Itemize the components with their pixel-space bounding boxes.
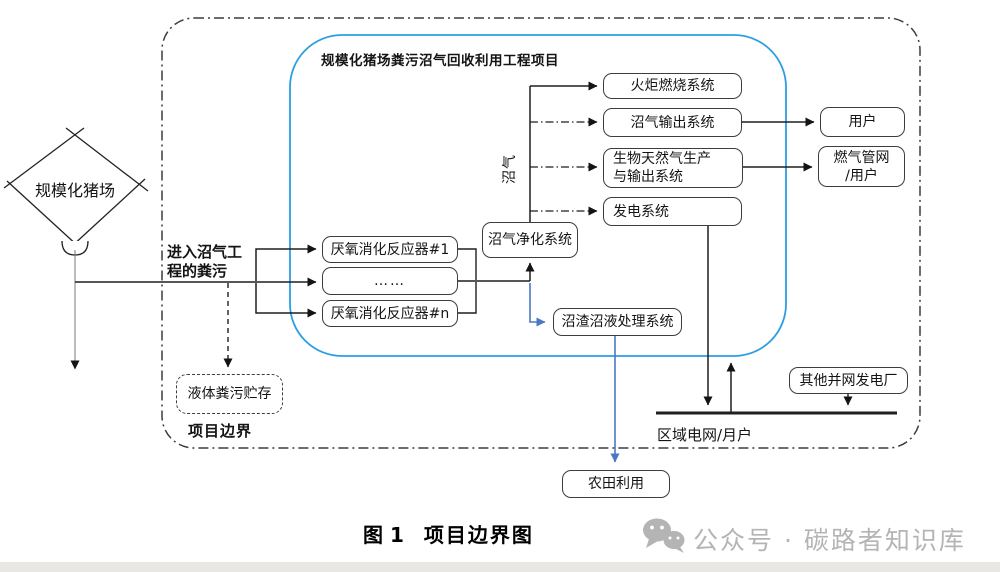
biogas-flow-label-text: 沼气 (502, 154, 518, 184)
biogas-flow-label: 沼气 (491, 152, 527, 186)
project-title-text: 规模化猪场粪污沼气回收利用工程项目 (321, 53, 559, 69)
box-biogas-purification-label: 沼气净化系统 (488, 232, 572, 248)
digesterN-out-line (458, 282, 477, 314)
box-slurry-treatment-system: 沼渣沼液处理系统 (553, 308, 682, 336)
figure-caption-title: 项目边界图 (423, 523, 534, 547)
project-boundary-outline (161, 17, 921, 449)
pig-farm-edge (6, 180, 80, 248)
box-slurry-treatment-label: 沼渣沼液处理系统 (561, 314, 674, 330)
box-flare-system: 火炬燃烧系统 (603, 73, 742, 99)
box-digester-n: 厌氧消化反应器#n (322, 300, 458, 327)
manure-inflow-label-text: 进入沼气工程的粪污 (167, 243, 243, 280)
box-bio-natural-gas-line1: 生物天然气生产 (613, 151, 711, 167)
pig-farm-edge (65, 127, 149, 192)
box-biogas-output-system-label: 沼气输出系统 (630, 114, 715, 131)
box-farmland-use-label: 农田利用 (588, 476, 644, 492)
manure-branch-bottom (255, 283, 317, 318)
watermark-text-content: 公众号 · 碳路者知识库 (693, 526, 966, 555)
project-boundary-label: 项目边界 (188, 420, 252, 441)
project-boundary-label-text: 项目边界 (188, 422, 253, 440)
box-gas-grid-line1: 燃气管网 (833, 149, 890, 166)
box-farmland-use: 农田利用 (562, 470, 670, 498)
box-digester-1-label: 厌氧消化反应器#1 (330, 241, 450, 258)
box-liquid-manure-storage: 液体粪污贮存 (176, 374, 283, 414)
figure-caption-number: 图 1 (363, 523, 404, 547)
box-power-generation-label: 发电系统 (613, 203, 669, 220)
watermark-text: 公众号 · 碳路者知识库 (693, 521, 966, 557)
box-biogas-output-system: 沼气输出系统 (603, 108, 742, 137)
box-users: 用户 (820, 107, 905, 137)
pig-farm-edge (3, 127, 85, 189)
regional-grid-label: 区域电网/月户 (657, 424, 752, 445)
box-power-generation-system: 发电系统 (603, 197, 742, 226)
pig-farm-label-text: 规模化猪场 (34, 181, 115, 200)
box-liquid-manure-storage-label: 液体粪污贮存 (187, 386, 272, 402)
box-digester-1: 厌氧消化反应器#1 (322, 236, 458, 263)
wechat-icon (643, 518, 685, 553)
box-biogas-purification: 沼气净化系统 (482, 222, 578, 258)
box-flare-system-label: 火炬燃烧系统 (630, 78, 715, 94)
engineering-project-outline (289, 34, 787, 357)
regional-grid-label-text: 区域电网/月户 (657, 426, 753, 444)
box-users-label: 用户 (848, 114, 877, 130)
pig-farm-edge (70, 178, 146, 248)
box-other-grid-plants: 其他并网发电厂 (789, 367, 908, 394)
box-bio-natural-gas-line2: 与输出系统 (613, 169, 683, 185)
box-digester-dots: …… (322, 267, 458, 295)
pig-farm-label: 规模化猪场 (18, 177, 132, 201)
box-digester-dots-label: …… (374, 273, 406, 289)
box-gas-grid-line2: /用户 (845, 167, 878, 184)
box-digester-n-label: 厌氧消化反应器#n (330, 305, 450, 322)
pig-farm-shape (3, 127, 149, 256)
figure-caption: 图 1 项目边界图 (363, 519, 534, 548)
footer-bar (0, 562, 1000, 572)
digester1-out-line (458, 248, 477, 280)
box-gas-grid-users: 燃气管网 /用户 (818, 146, 905, 187)
manure-branch-top (255, 244, 317, 281)
project-title: 规模化猪场粪污沼气回收利用工程项目 (321, 49, 559, 69)
manure-inflow-label: 进入沼气工程的粪污 (167, 243, 255, 281)
box-other-grid-plants-label: 其他并网发电厂 (799, 372, 898, 389)
box-bio-natural-gas-system: 生物天然气生产 与输出系统 (603, 148, 743, 188)
to-slurry-treatment-line (529, 283, 546, 327)
